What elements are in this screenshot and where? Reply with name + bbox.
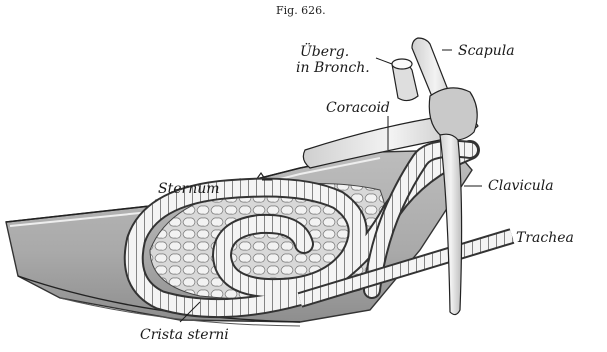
clavicula-drawing <box>440 134 462 314</box>
bronchus-transition-drawing <box>392 59 418 101</box>
label-trachea: Trachea <box>516 230 574 246</box>
label-scapula: Scapula <box>458 43 515 59</box>
label-sternum: Sternum <box>158 181 220 197</box>
label-uberg: Überg. <box>300 42 349 60</box>
label-in-bronch: in Bronch. <box>296 60 370 76</box>
label-crista-sterni: Crista sterni <box>140 327 229 343</box>
label-coracoid: Coracoid <box>326 100 390 116</box>
label-clavicula: Clavicula <box>488 178 554 194</box>
figure-title: Fig. 626. <box>276 4 326 17</box>
